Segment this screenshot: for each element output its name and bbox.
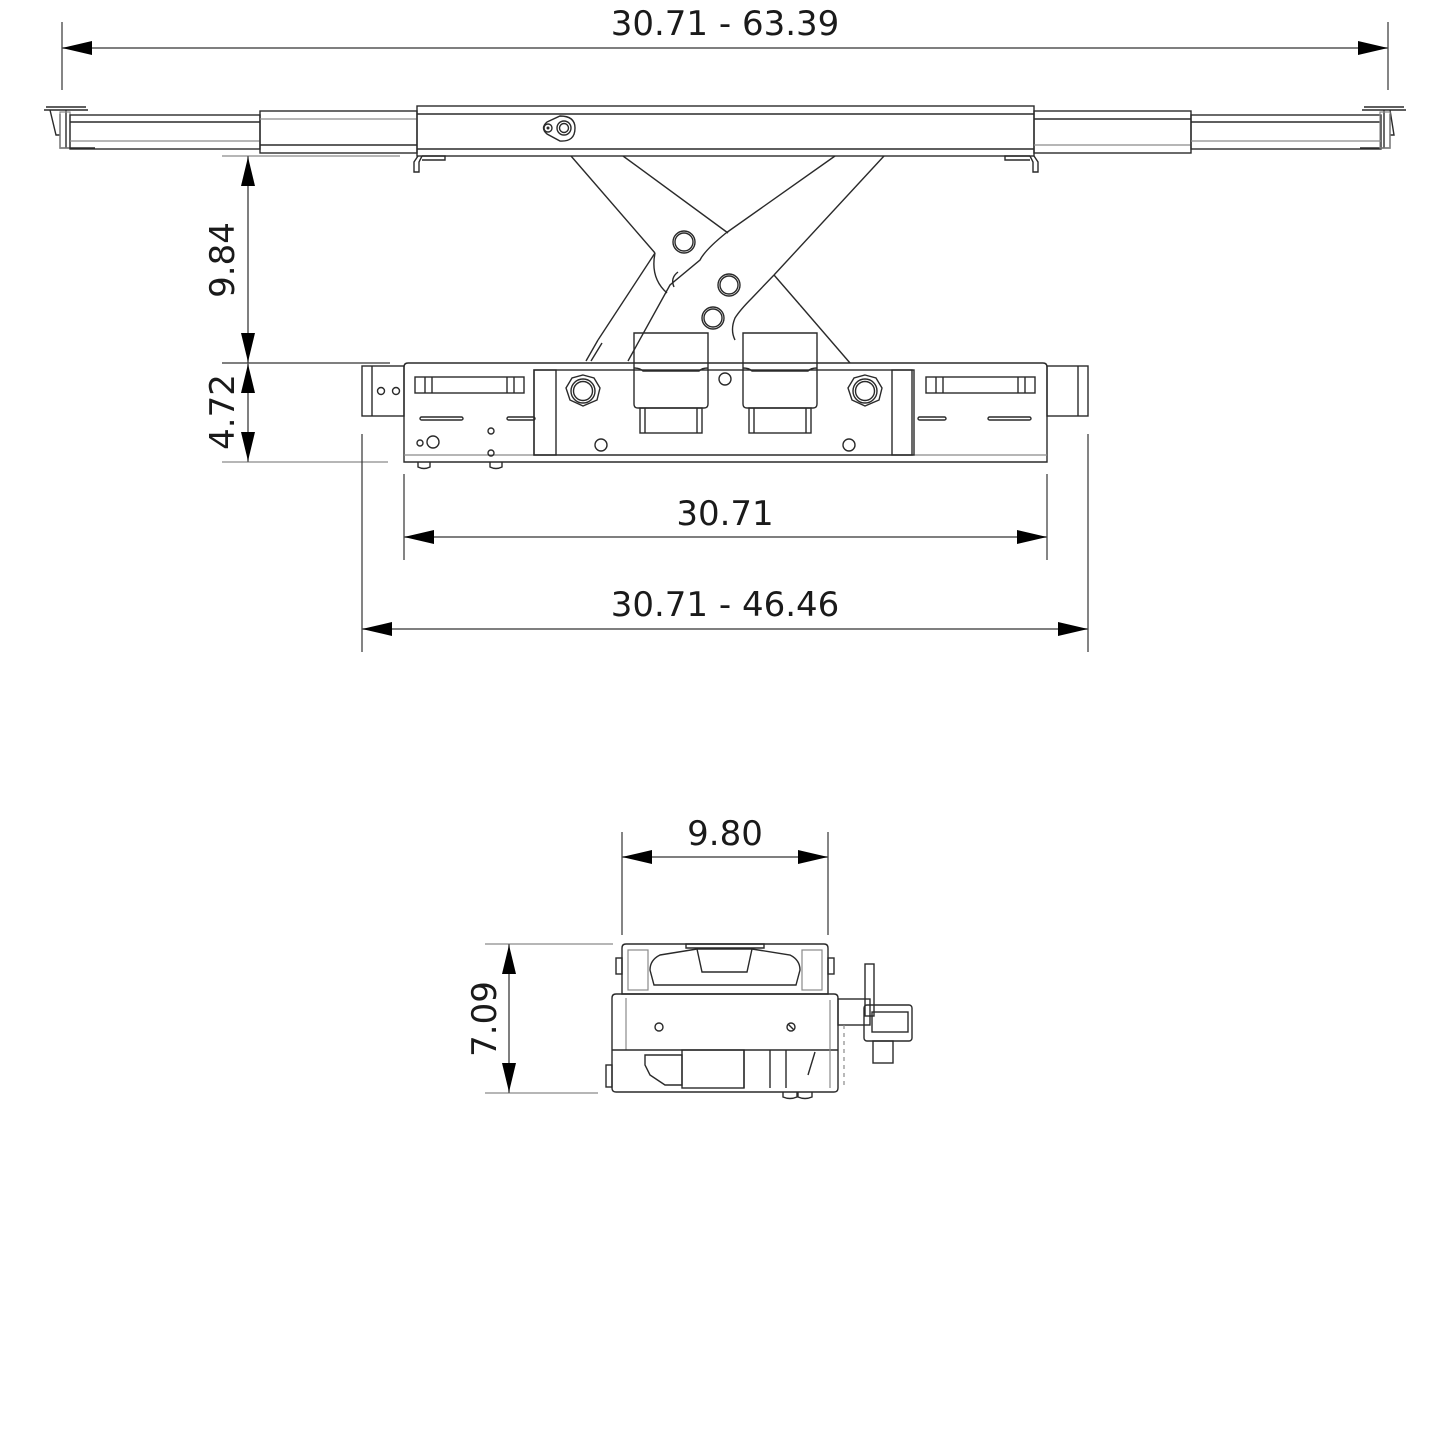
dimension-side-height: 7.09 (465, 943, 613, 1094)
dim-label-lift-height: 9.84 (203, 222, 243, 298)
dim-label-overall-width: 30.71 - 63.39 (611, 4, 840, 44)
dimension-body-height: 4.72 (203, 362, 390, 463)
side-view: 9.80 7.09 (465, 814, 913, 1100)
arrowhead-icon (502, 945, 516, 974)
arrowhead-icon (241, 432, 255, 461)
arrowhead-icon (241, 364, 255, 393)
arrowhead-icon (502, 1063, 516, 1092)
adjustment-knob-left (565, 374, 601, 407)
dim-label-body-width: 30.71 (676, 494, 773, 534)
telescoping-arm (44, 105, 1406, 173)
arrowhead-icon (404, 530, 434, 544)
arrowhead-icon (798, 850, 828, 864)
arrowhead-icon (1058, 622, 1088, 636)
arrowhead-icon (241, 157, 255, 186)
dimension-lift-height: 9.84 (203, 155, 400, 363)
dim-label-side-height: 7.09 (465, 981, 505, 1057)
saddle-pad-left (633, 332, 709, 434)
dimension-depth: 9.80 (621, 814, 829, 935)
dim-label-body-height: 4.72 (203, 374, 243, 450)
arrowhead-icon (241, 333, 255, 362)
arrowhead-icon (1017, 530, 1047, 544)
arrowhead-icon (622, 850, 652, 864)
dim-label-depth: 9.80 (687, 814, 763, 854)
dimension-overall-width: 30.71 - 63.39 (61, 4, 1389, 90)
front-view: 30.71 - 63.39 (44, 4, 1406, 652)
arrowhead-icon (62, 41, 92, 55)
arrowhead-icon (362, 622, 392, 636)
jack-body (361, 332, 1089, 470)
dimension-rail-width: 30.71 - 46.46 (361, 434, 1089, 652)
dim-label-rail-width: 30.71 - 46.46 (611, 585, 840, 625)
jack-side-profile (605, 943, 913, 1100)
saddle-pad-right (742, 332, 818, 434)
scissor-lift (570, 155, 885, 364)
adjustment-knob-right (847, 374, 883, 407)
arrowhead-icon (1358, 41, 1388, 55)
dimension-body-width: 30.71 (403, 474, 1048, 560)
